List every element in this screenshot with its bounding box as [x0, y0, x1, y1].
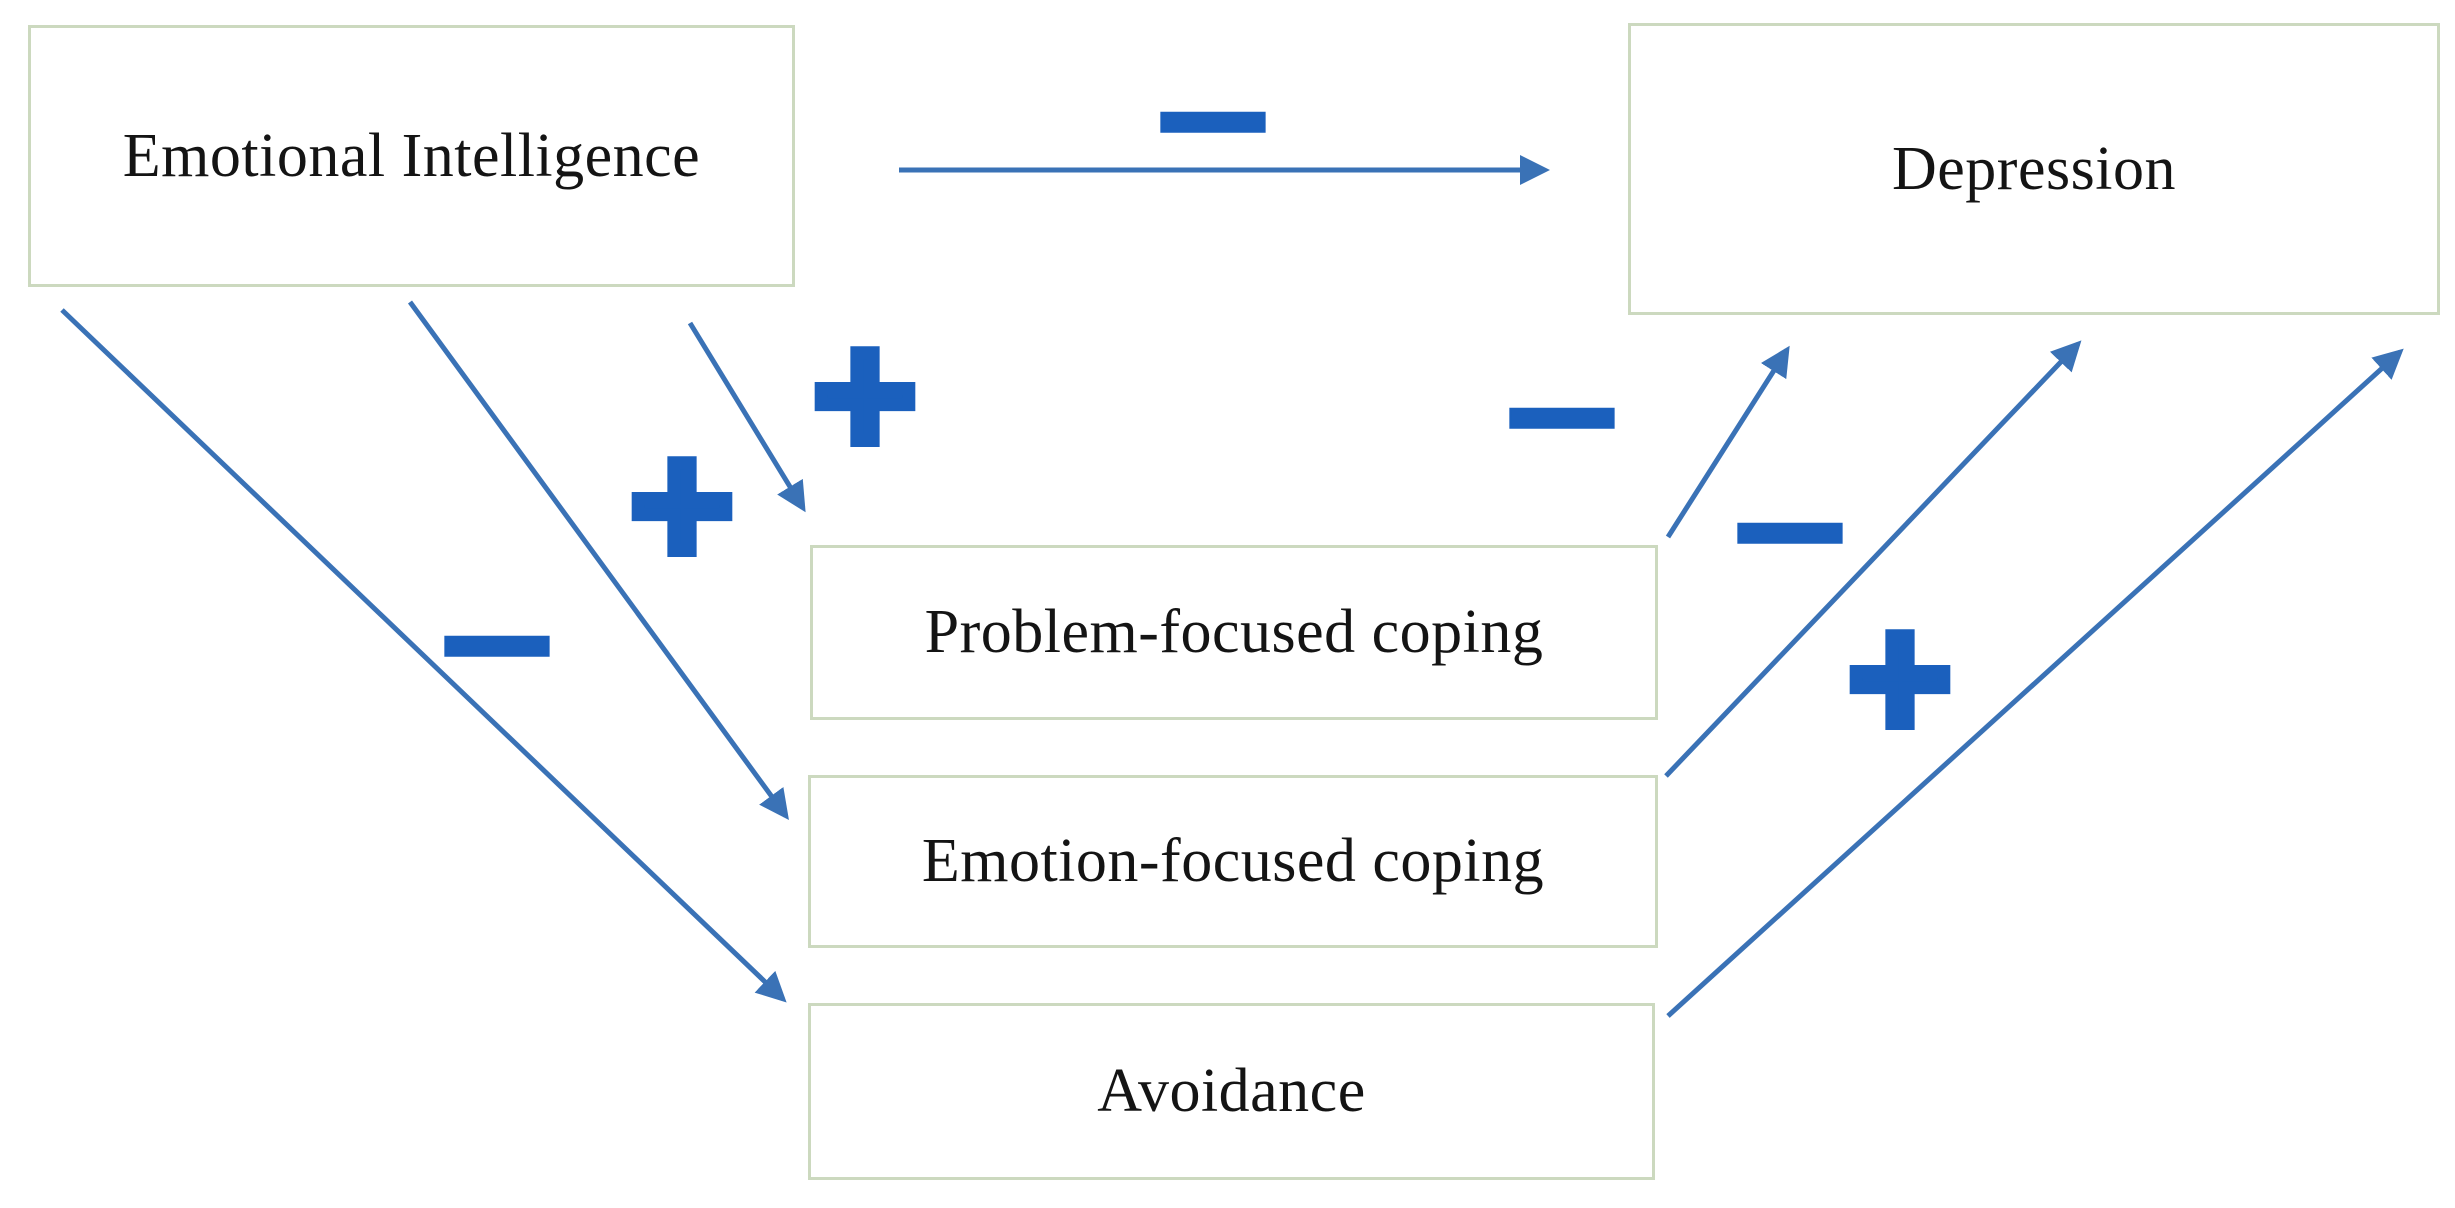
edge-sign-avoidance-depression: +: [1841, 595, 1958, 758]
edge-arrow-emotion-focused-coping-depression: [1664, 340, 2082, 778]
edge-arrow-ei-problem-focused-coping: [687, 321, 806, 513]
node-avoidance: Avoidance: [808, 1003, 1655, 1180]
node-label: Problem-focused coping: [924, 598, 1544, 666]
node-label: Avoidance: [1097, 1057, 1366, 1125]
node-label: Emotional Intelligence: [122, 121, 701, 190]
edge-sign-emotion-focused-coping-depression: −: [1721, 432, 1859, 624]
edge-sign-ei-depression: −: [1144, 21, 1282, 213]
node-depression: Depression: [1628, 23, 2440, 315]
edge-arrow-ei-emotion-focused-coping: [407, 300, 789, 821]
edge-arrow-ei-avoidance: [60, 308, 787, 1003]
edge-sign-ei-problem-focused-coping: +: [806, 312, 923, 475]
edge-sign-ei-emotion-focused-coping: +: [623, 422, 740, 585]
edge-sign-ei-avoidance: −: [428, 545, 566, 737]
edge-arrow-problem-focused-coping-depression: [1665, 345, 1790, 539]
node-emotional-intelligence: Emotional Intelligence: [28, 25, 795, 287]
node-emotion-focused-coping: Emotion-focused coping: [808, 775, 1658, 948]
node-label: Emotion-focused coping: [921, 827, 1545, 895]
edge-sign-problem-focused-coping-depression: −: [1493, 317, 1631, 509]
node-label: Depression: [1892, 134, 2176, 203]
edge-arrow-avoidance-depression: [1666, 348, 2404, 1018]
node-problem-focused-coping: Problem-focused coping: [810, 545, 1658, 720]
